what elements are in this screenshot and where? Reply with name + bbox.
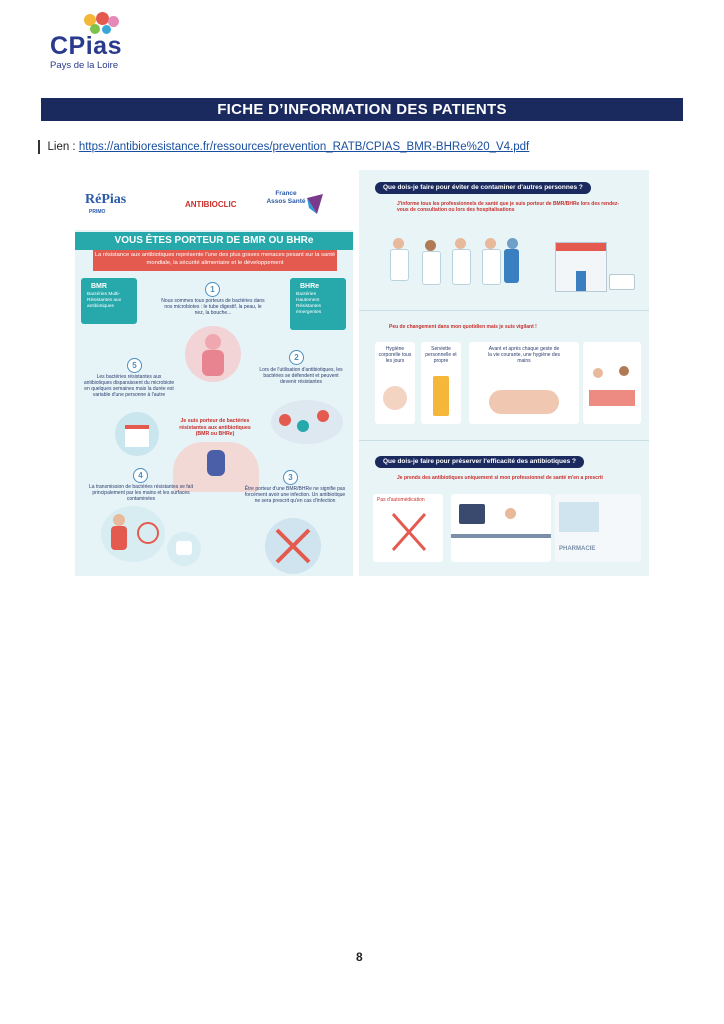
pharmacy-label: PHARMACIE (559, 546, 596, 552)
toilet-illustration (167, 532, 201, 566)
habit-card-3: Avant et après chaque geste de la vie co… (469, 342, 579, 424)
professionals-illustration (389, 234, 519, 302)
center-statement: Je suis porteur de bactéries résistantes… (179, 418, 251, 437)
question-1: Que dois-je faire pour éviter de contami… (375, 182, 591, 194)
repias-logo: RéPias (85, 192, 127, 207)
patient-illustration (173, 442, 259, 492)
link-line: Lien : https://antibioresistance.fr/ress… (38, 140, 529, 154)
cross-icon (275, 528, 311, 564)
answer-2: Peu de changement dans mon quotidien mai… (389, 324, 537, 330)
transmission-illustration (101, 506, 165, 562)
ambulance-illustration (609, 274, 635, 290)
answer-3: Je prends des antibiotiques uniquement s… (397, 475, 603, 481)
habit-2-text: Serviette personnelle et propre (425, 346, 457, 364)
france-assos-logo: France Assos Santé (266, 190, 306, 205)
poster-banner: La résistance aux antibiotiques représen… (93, 250, 337, 271)
pharmacy-scene: PHARMACIE (555, 494, 641, 562)
step-2-number: 2 (289, 350, 304, 365)
page-number: 8 (356, 950, 363, 964)
step-1-number: 1 (205, 282, 220, 297)
step-2-text: Lors de l'utilisation d'antibiotiques, l… (259, 367, 343, 385)
no-pills-illustration (265, 518, 321, 574)
logo-name: CPias (50, 32, 122, 60)
body-illustration (185, 326, 241, 382)
step-4-text: La transmission de bactéries résistantes… (89, 484, 193, 502)
bhre-title: BHRe (300, 283, 320, 290)
poster-headline: VOUS ÊTES PORTEUR DE BMR OU BHRe (75, 232, 353, 250)
cross-icon (391, 513, 427, 551)
bmr-title: BMR (91, 283, 107, 290)
step-4-number: 4 (133, 468, 148, 483)
bacteria-illustration (271, 400, 343, 444)
bhre-text: Bactéries Hautement Résistantes émergent… (296, 292, 322, 315)
habit-1-text: Hygiène corporelle tous les jours (378, 346, 412, 364)
cpias-logo: CPias Pays de la Loire (46, 12, 136, 72)
poster-left: RéPias PRIMO ANTIBIOCLIC France Assos Sa… (75, 160, 353, 576)
resource-link[interactable]: https://antibioresistance.fr/ressources/… (78, 141, 530, 154)
poster-right: Que dois-je faire pour éviter de contami… (359, 170, 649, 576)
question-2: Que dois-je faire pour préserver l'effic… (375, 456, 584, 468)
step-3-number: 3 (283, 470, 298, 485)
calendar-illustration (115, 412, 159, 456)
answer-1: J'informe tous les professionnels de san… (397, 201, 620, 213)
repias-sub: PRIMO (89, 209, 106, 215)
habit-card-2: Serviette personnelle et propre (421, 342, 461, 424)
bhre-card: BHRe Bactéries Hautement Résistantes éme… (290, 278, 346, 330)
logo-subtitle: Pays de la Loire (50, 60, 119, 71)
doctor-consultation-scene (451, 494, 551, 562)
step-5-text: Les bactéries résistantes aux antibiotiq… (83, 374, 175, 398)
family-scene (583, 342, 641, 424)
hospital-illustration (555, 242, 607, 292)
poster-logos-row: RéPias PRIMO ANTIBIOCLIC France Assos Sa… (75, 160, 353, 230)
no-self-medication-scene: Pas d'automédication (373, 494, 443, 562)
france-assos-icon (307, 194, 323, 214)
habit-3-text: Avant et après chaque geste de la vie co… (488, 346, 560, 364)
step-1-text: Nous sommes tous porteurs de bactéries d… (161, 298, 265, 316)
antibioclic-logo: ANTIBIOCLIC (185, 200, 237, 209)
page-title: FICHE D’INFORMATION DES PATIENTS (41, 98, 683, 121)
bmr-card: BMR Bactéries Multi-Résistantes aux anti… (81, 278, 137, 324)
no-self-medication-text: Pas d'automédication (377, 497, 425, 503)
habit-card-1: Hygiène corporelle tous les jours (375, 342, 415, 424)
step-3-text: Être porteur d'une BMR/BHRe ne signifie … (244, 486, 346, 504)
link-label: Lien : (47, 141, 76, 154)
margin-bar (38, 140, 40, 154)
bmr-text: Bactéries Multi-Résistantes aux antibiot… (87, 292, 122, 309)
step-5-number: 5 (127, 358, 142, 373)
